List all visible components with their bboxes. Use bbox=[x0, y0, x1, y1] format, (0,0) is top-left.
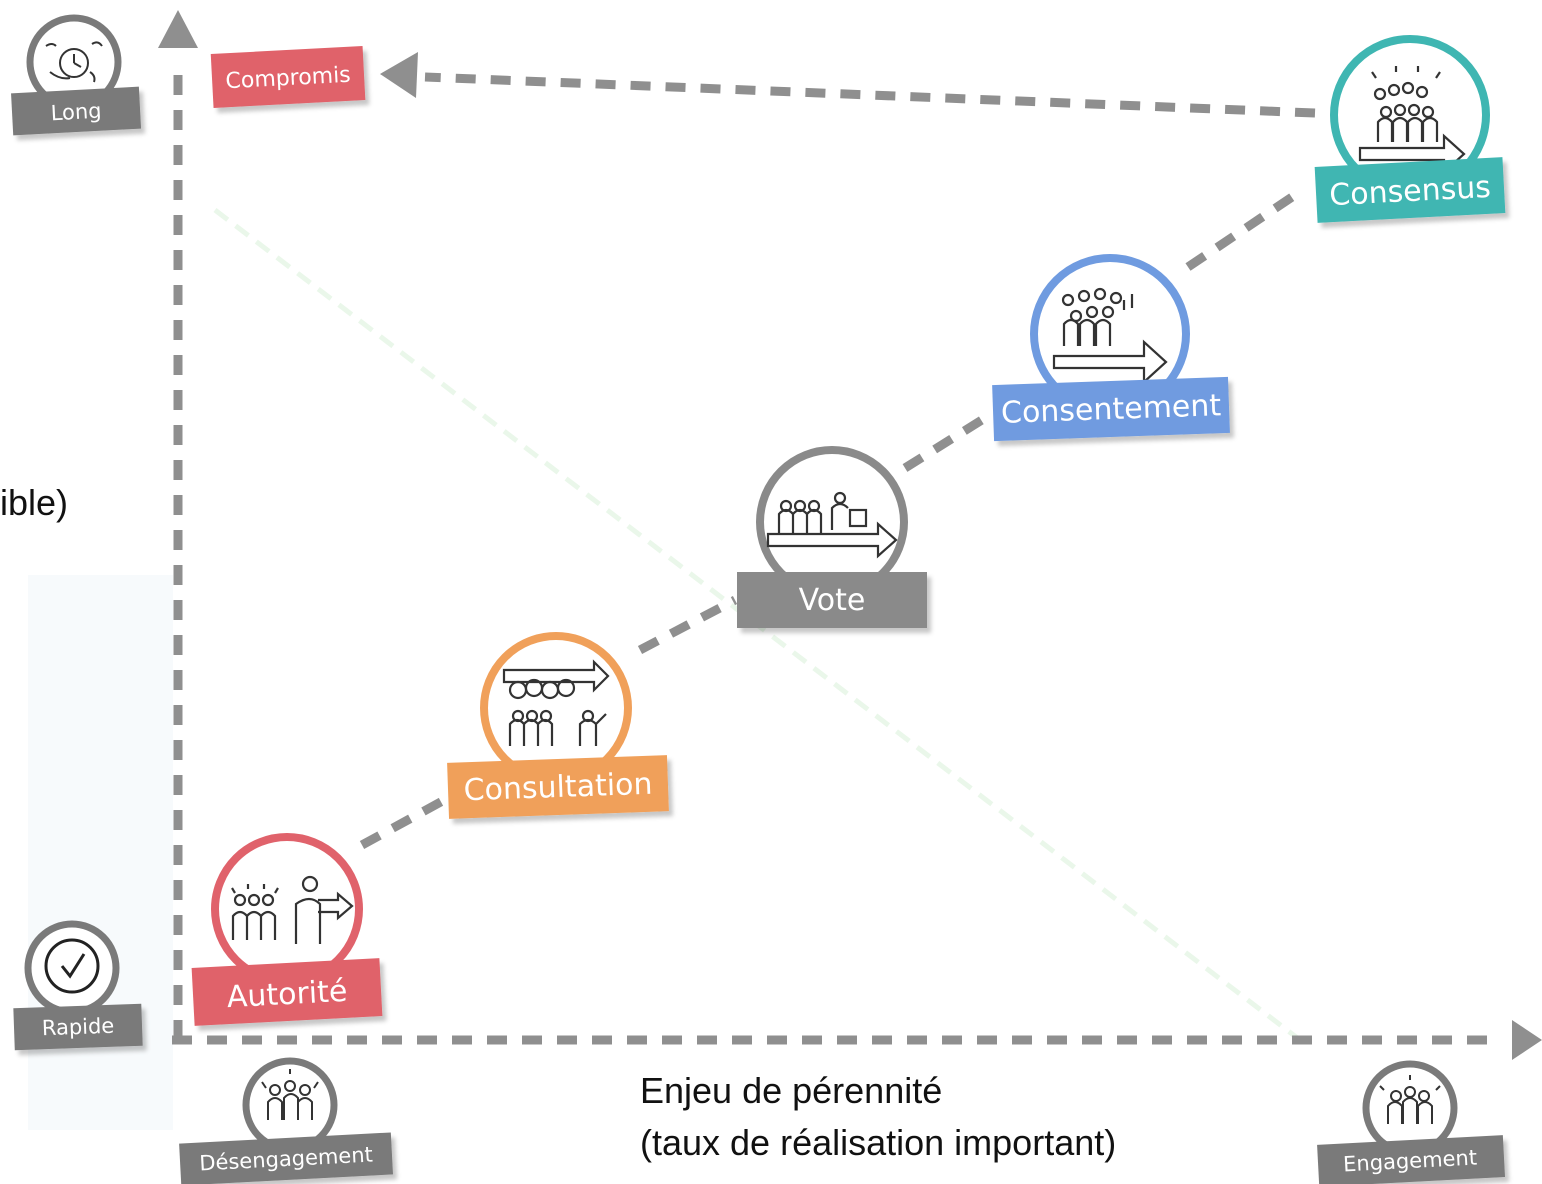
disengaged-group-icon bbox=[261, 1069, 319, 1120]
rapide-indicator: Rapide bbox=[13, 920, 143, 1051]
consultation-ideas-icon bbox=[502, 659, 610, 746]
fast-clock-icon bbox=[44, 938, 100, 994]
method-consentement: Consentement bbox=[992, 254, 1230, 442]
long-indicator: Long bbox=[11, 14, 142, 136]
progression-path bbox=[359, 189, 1301, 849]
engaged-group-icon bbox=[1379, 1075, 1441, 1124]
x-axis-arrowhead bbox=[1512, 1020, 1542, 1060]
x-axis-title-line1: Enjeu de pérennité bbox=[640, 1070, 943, 1111]
vote-label: Vote bbox=[799, 583, 866, 618]
method-vote: Vote bbox=[737, 446, 927, 628]
x-axis bbox=[172, 1020, 1542, 1060]
engagement-indicator: Engagement bbox=[1317, 1060, 1506, 1184]
y-axis bbox=[158, 10, 198, 1040]
method-consultation: Consultation bbox=[447, 632, 669, 819]
consultation-label: Consultation bbox=[463, 767, 653, 809]
autorite-label: Autorité bbox=[226, 974, 348, 1015]
consentement-label: Consentement bbox=[1000, 388, 1221, 431]
rapide-label: Rapide bbox=[41, 1014, 114, 1041]
long-label: Long bbox=[50, 99, 102, 126]
leader-pointing-crowd-icon bbox=[231, 875, 354, 944]
disengagement-indicator: Désengagement bbox=[179, 1057, 394, 1184]
slow-clock-icon bbox=[45, 41, 103, 83]
y-axis-title-fragment: ible) bbox=[0, 482, 69, 523]
consensus-label: Consensus bbox=[1328, 170, 1491, 213]
compromise-tag: Compromis bbox=[210, 46, 366, 108]
y-axis-arrowhead bbox=[158, 10, 198, 48]
vote-icon bbox=[766, 491, 898, 559]
method-consensus: Consensus bbox=[1314, 35, 1506, 223]
consent-thinking-group-icon bbox=[1052, 287, 1168, 385]
x-axis-title-line2: (taux de réalisation important) bbox=[640, 1122, 1117, 1163]
compromise-arrow bbox=[380, 52, 1316, 118]
method-autorite: Autorité bbox=[191, 833, 383, 1026]
